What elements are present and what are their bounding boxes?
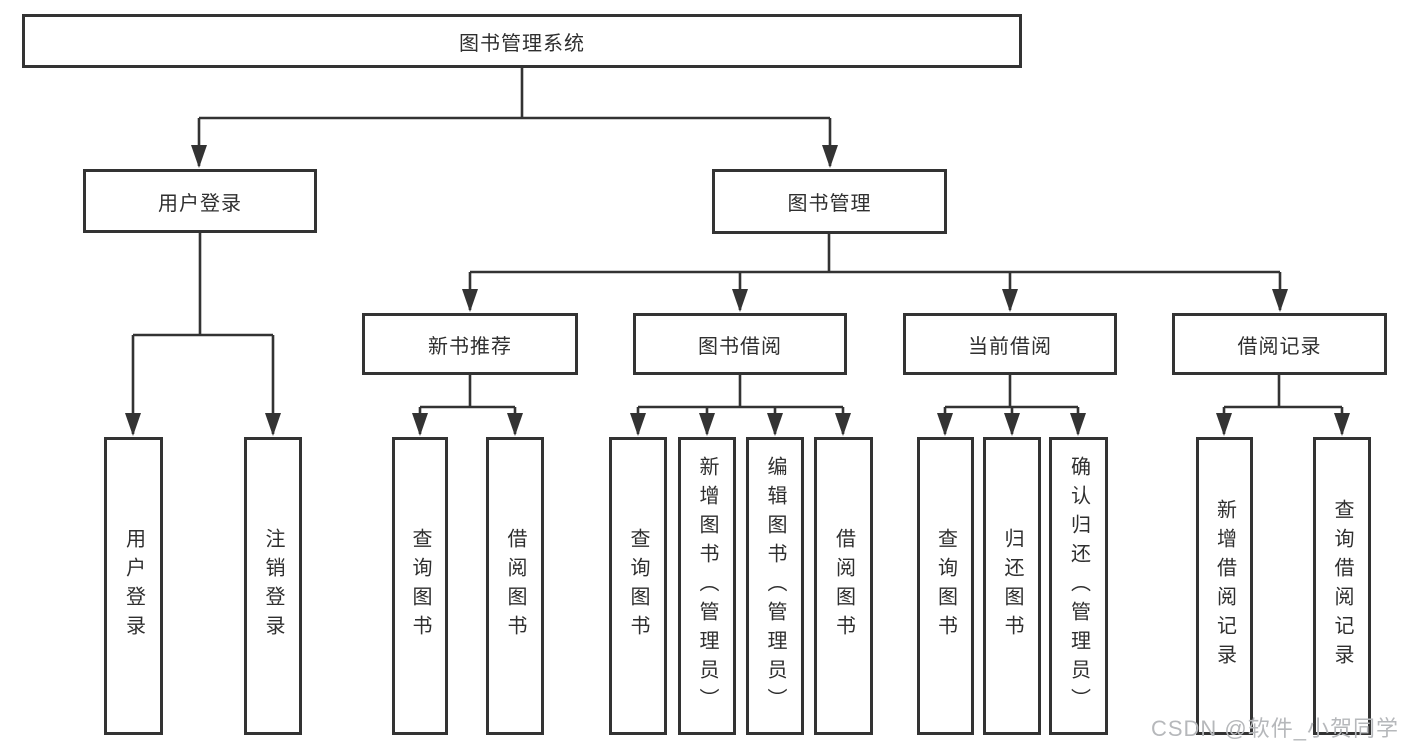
leaf-label: 查询图书 <box>409 528 431 644</box>
node-leaf-logout: 注销登录 <box>244 437 302 735</box>
leaf-label: 确认归还（管理员） <box>1067 455 1090 717</box>
node-leaf-query-borrow-record: 查询借阅记录 <box>1313 437 1371 735</box>
node-leaf-confirm-return-admin: 确认归还（管理员） <box>1049 437 1108 735</box>
leaf-label: 用户登录 <box>122 528 145 644</box>
node-leaf-edit-books-admin: 编辑图书（管理员） <box>746 437 804 735</box>
leaf-label: 新增借阅记录 <box>1213 499 1236 673</box>
node-leaf-borrow-books: 借阅图书 <box>814 437 873 735</box>
leaf-label: 注销登录 <box>262 528 284 644</box>
node-leaf-borrow-books-recommend: 借阅图书 <box>486 437 544 735</box>
node-leaf-user-login: 用户登录 <box>104 437 163 735</box>
leaf-label: 新增图书（管理员） <box>696 455 718 717</box>
node-book-management: 图书管理 <box>712 169 947 234</box>
node-leaf-add-books-admin: 新增图书（管理员） <box>678 437 736 735</box>
node-leaf-add-borrow-record: 新增借阅记录 <box>1196 437 1253 735</box>
leaf-label: 借阅图书 <box>832 528 855 644</box>
leaf-label: 归还图书 <box>1001 528 1023 644</box>
node-user-login: 用户登录 <box>83 169 317 233</box>
node-leaf-query-books-current: 查询图书 <box>917 437 974 735</box>
leaf-label: 查询图书 <box>934 528 957 644</box>
node-leaf-return-books: 归还图书 <box>983 437 1041 735</box>
node-current-borrow: 当前借阅 <box>903 313 1117 375</box>
node-book-borrow: 图书借阅 <box>633 313 847 375</box>
leaf-label: 查询借阅记录 <box>1331 499 1353 673</box>
leaf-label: 借阅图书 <box>504 528 526 644</box>
leaf-label: 查询图书 <box>627 528 649 644</box>
node-leaf-query-books-recommend: 查询图书 <box>392 437 448 735</box>
node-new-book-recommend: 新书推荐 <box>362 313 578 375</box>
node-leaf-query-books-borrow: 查询图书 <box>609 437 667 735</box>
node-library-management-system: 图书管理系统 <box>22 14 1022 68</box>
node-borrow-records: 借阅记录 <box>1172 313 1387 375</box>
watermark: CSDN @软件_小贺同学 <box>1150 716 1399 741</box>
leaf-label: 编辑图书（管理员） <box>764 455 786 717</box>
